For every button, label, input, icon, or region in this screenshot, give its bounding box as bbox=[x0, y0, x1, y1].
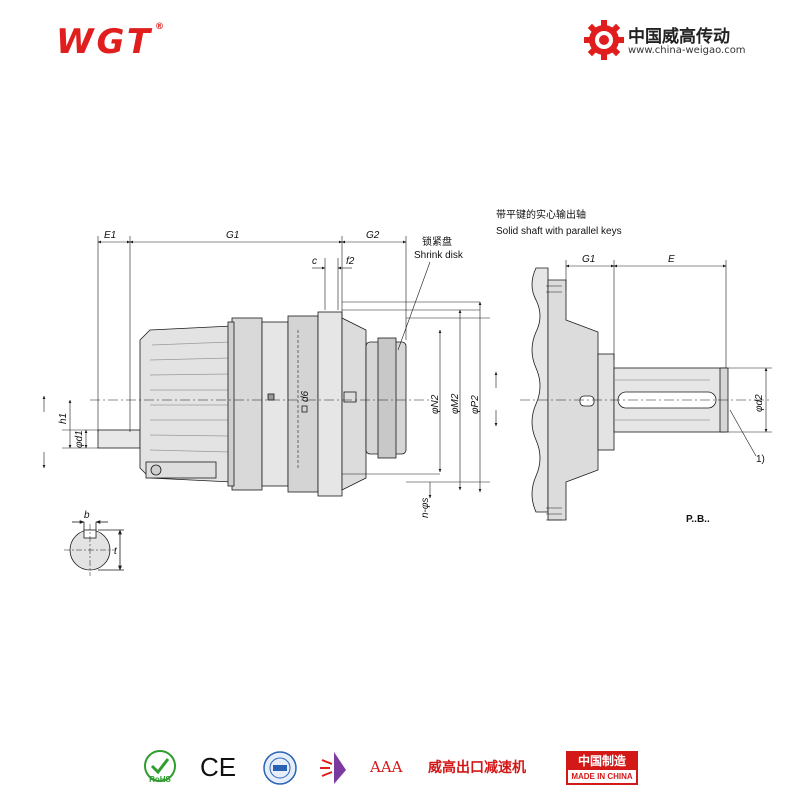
output-housing bbox=[317, 311, 343, 497]
label-c: c bbox=[312, 256, 317, 267]
wgt-logo: WGT® bbox=[56, 22, 167, 62]
aaa-rating: AAA bbox=[370, 758, 403, 776]
solid-shaft-view bbox=[520, 267, 770, 521]
label-b: b bbox=[84, 510, 90, 521]
label-m2: φM2 bbox=[450, 393, 461, 414]
label-t: t bbox=[114, 546, 118, 557]
left-elevation-view bbox=[90, 311, 430, 497]
right-dimensions bbox=[565, 260, 772, 457]
label-g1: G1 bbox=[226, 230, 239, 241]
gear-stage-2 bbox=[287, 315, 319, 493]
label-f2: f2 bbox=[346, 256, 355, 267]
quality-mark-icon bbox=[320, 752, 346, 784]
made-in-china-cn: 中国制造 bbox=[568, 753, 636, 770]
output-cone bbox=[341, 317, 367, 491]
label-n-s: n-φs bbox=[420, 498, 431, 518]
company-name: 中国威高传动 bbox=[628, 27, 730, 47]
label-d6: d6 bbox=[300, 390, 311, 402]
brand-text: WGT bbox=[56, 22, 154, 62]
made-in-china-badge: 中国制造 MADE IN CHINA bbox=[566, 751, 638, 785]
solid-shaft-title-cn: 带平键的实心输出轴 bbox=[496, 208, 586, 221]
label-h1: h1 bbox=[58, 413, 69, 424]
label-g2: G2 bbox=[366, 230, 380, 241]
input-shaft bbox=[97, 429, 141, 449]
label-right-e: E bbox=[668, 254, 675, 265]
export-slogan: 威高出口减速机 bbox=[428, 760, 526, 776]
solid-shaft-title-en: Solid shaft with parallel keys bbox=[496, 226, 622, 237]
label-note-1: 1) bbox=[756, 454, 765, 465]
oil-plug-icon bbox=[267, 393, 275, 401]
label-p2: φP2 bbox=[470, 395, 481, 414]
label-shrink-disk: Shrink disk bbox=[414, 250, 464, 261]
motor-housing bbox=[139, 325, 233, 483]
key-section-view bbox=[64, 520, 124, 576]
rohs-label: RoHS bbox=[149, 775, 171, 784]
label-right-g1: G1 bbox=[582, 254, 595, 265]
label-d1: φd1 bbox=[74, 430, 85, 448]
gear-logo-icon bbox=[584, 20, 624, 60]
bolt-icon bbox=[150, 464, 162, 476]
input-flange bbox=[231, 317, 263, 491]
left-dimensions bbox=[42, 236, 498, 499]
terminal-box bbox=[145, 461, 217, 479]
label-n2: φN2 bbox=[430, 394, 441, 414]
company-url: www.china-weigao.com bbox=[628, 45, 746, 56]
registered-mark: ® bbox=[155, 22, 168, 32]
company-logo-block: 中国威高传动 www.china-weigao.com bbox=[582, 18, 772, 64]
made-in-china-en: MADE IN CHINA bbox=[571, 772, 633, 781]
model-label: P..B.. bbox=[686, 514, 710, 525]
label-shrink-disk-cn: 锁紧盘 bbox=[422, 235, 452, 248]
label-d2: φd2 bbox=[754, 394, 765, 412]
iso-cert-icon bbox=[263, 751, 297, 785]
rohs-icon bbox=[144, 750, 176, 782]
gear-stage-1 bbox=[261, 321, 289, 487]
ce-mark-icon: CE bbox=[200, 752, 237, 782]
svg-text:RoHS: RoHS bbox=[149, 775, 171, 784]
label-e1: E1 bbox=[104, 230, 116, 241]
